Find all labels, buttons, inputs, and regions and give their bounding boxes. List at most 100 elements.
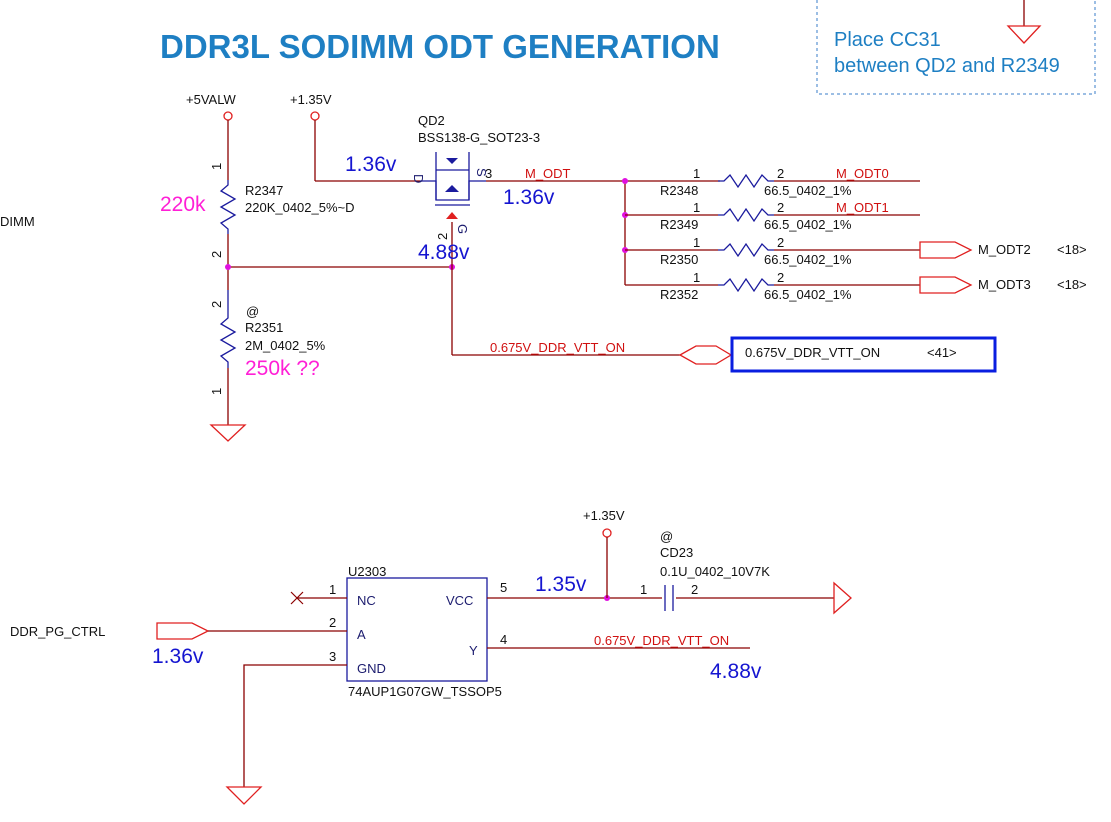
highlight-box (730, 336, 997, 373)
qd2-pin2: 2 (435, 233, 450, 240)
ground-symbol (1006, 25, 1042, 44)
cd23-at: @ (660, 529, 673, 544)
junction-dot (225, 264, 231, 270)
y-measurement: 4.88v (710, 660, 762, 683)
resistor-r2350: 1 2 R2350 66.5_0402_1% (625, 235, 920, 267)
net-m-odt3-ref: <18> (1057, 277, 1087, 292)
r2348-pin1: 1 (693, 166, 700, 181)
r2347-value: 220K_0402_5%~D (245, 200, 355, 215)
r2351-value: 2M_0402_5% (245, 338, 326, 353)
cd23-pin2: 2 (691, 582, 698, 597)
vcc-measurement: 1.35v (535, 573, 587, 596)
u2303-pin-a: A (357, 627, 366, 642)
r2349-value: 66.5_0402_1% (764, 217, 852, 232)
u2303-pin1: 1 (329, 582, 336, 597)
u2303-pin-nc: NC (357, 593, 376, 608)
gate-top-measurement: 1.36v (345, 153, 397, 176)
resistor-r2349: 1 2 R2349 66.5_0402_1% (625, 200, 920, 232)
qd2-pin-d: D (411, 174, 426, 183)
resistor-r2347: 1 2 R2347 220K_0402_5%~D (209, 163, 355, 258)
r2347-measurement: 220k (160, 193, 206, 216)
offpage-connector-pg-ctrl (156, 622, 210, 640)
bidir-connector-vtt-on (678, 345, 733, 365)
resistor-r2351: 2 1 @ R2351 2M_0402_5% (209, 290, 326, 395)
u2303-ref: U2303 (348, 564, 386, 579)
r2351-at: @ (246, 304, 259, 319)
r2350-pin2: 2 (777, 235, 784, 250)
ground-symbol (209, 424, 247, 442)
cd23-value: 0.1U_0402_10V7K (660, 564, 770, 579)
power-5valw-label: +5VALW (186, 92, 236, 107)
offpage-connector-m-odt3 (919, 276, 973, 294)
net-m-odt2: M_ODT2 (978, 242, 1031, 257)
no-connect-mark (290, 591, 304, 605)
ic-u2303: U2303 74AUP1G07GW_TSSOP5 NC A GND VCC Y … (329, 564, 507, 699)
r2350-value: 66.5_0402_1% (764, 252, 852, 267)
power-135v-pin-2 (602, 528, 612, 538)
net-ddr-pg-ctrl: DDR_PG_CTRL (10, 624, 105, 639)
r2349-pin2: 2 (777, 200, 784, 215)
r2348-value: 66.5_0402_1% (764, 183, 852, 198)
qd2-pin3: 3 (485, 166, 492, 181)
r2347-pin2: 2 (209, 251, 224, 258)
r2351-pin2: 2 (209, 301, 224, 308)
u2303-pin5: 5 (500, 580, 507, 595)
placement-note: Place CC31 between QD2 and R2349 (816, 0, 1096, 95)
r2350-pin1: 1 (693, 235, 700, 250)
offpage-connector-m-odt2 (919, 241, 973, 259)
r2348-ref: R2348 (660, 183, 698, 198)
u2303-part: 74AUP1G07GW_TSSOP5 (348, 684, 502, 699)
cd23-pin1: 1 (640, 582, 647, 597)
ground-symbol (833, 581, 852, 615)
net-m-odt3: M_ODT3 (978, 277, 1031, 292)
vtt-on-box-label: 0.675V_DDR_VTT_ON (745, 345, 880, 360)
qd2-ref: QD2 (418, 113, 445, 128)
r2352-pin2: 2 (777, 270, 784, 285)
drain-measurement: 1.36v (503, 186, 555, 209)
u2303-pin3: 3 (329, 649, 336, 664)
u2303-pin-y: Y (469, 643, 478, 658)
net-m-odt0: M_ODT0 (836, 166, 889, 181)
u2303-pin4: 4 (500, 632, 507, 647)
r2348-pin2: 2 (777, 166, 784, 181)
vtt-on-ref: <41> (927, 345, 957, 360)
u2303-pin-gnd: GND (357, 661, 386, 676)
power-5valw-pin (223, 111, 233, 121)
r2350-ref: R2350 (660, 252, 698, 267)
r2352-pin1: 1 (693, 270, 700, 285)
gate-node-measurement: 4.88v (418, 241, 470, 264)
power-135v-label-2: +1.35V (583, 508, 625, 523)
net-vtt-on-u: 0.675V_DDR_VTT_ON (594, 633, 729, 648)
net-vtt-on: 0.675V_DDR_VTT_ON (490, 340, 625, 355)
u2303-pin2: 2 (329, 615, 336, 630)
r2347-ref: R2347 (245, 183, 283, 198)
junction-dot (622, 178, 628, 184)
resistor-r2348: 1 2 R2348 66.5_0402_1% (660, 166, 920, 198)
power-135v-label: +1.35V (290, 92, 332, 107)
qd2-part: BSS138-G_SOT23-3 (418, 130, 540, 145)
resistor-r2352: 1 2 R2352 66.5_0402_1% (625, 270, 920, 302)
u2303-pin-vcc: VCC (446, 593, 473, 608)
r2349-pin1: 1 (693, 200, 700, 215)
pg-ctrl-measurement: 1.36v (152, 645, 204, 668)
capacitor-cd23: @ CD23 0.1U_0402_10V7K 1 2 (640, 529, 770, 611)
qd2-pin-g: G (455, 224, 470, 234)
mosfet-qd2: QD2 BSS138-G_SOT23-3 D S G 3 2 (411, 113, 540, 240)
cd23-ref: CD23 (660, 545, 693, 560)
page-title: DDR3L SODIMM ODT GENERATION (160, 28, 720, 65)
r2352-value: 66.5_0402_1% (764, 287, 852, 302)
r2347-pin1: 1 (209, 163, 224, 170)
r2351-ref: R2351 (245, 320, 283, 335)
edge-text: DIMM (0, 214, 35, 229)
net-m-odt2-ref: <18> (1057, 242, 1087, 257)
net-m-odt: M_ODT (525, 166, 571, 181)
r2352-ref: R2352 (660, 287, 698, 302)
ground-symbol (225, 786, 263, 805)
r2349-ref: R2349 (660, 217, 698, 232)
net-m-odt1: M_ODT1 (836, 200, 889, 215)
note-line-2: between QD2 and R2349 (834, 55, 1060, 77)
qd2-pin-s: S (474, 168, 489, 177)
r2351-pin1: 1 (209, 388, 224, 395)
r2351-measurement: 250k ?? (245, 357, 320, 380)
